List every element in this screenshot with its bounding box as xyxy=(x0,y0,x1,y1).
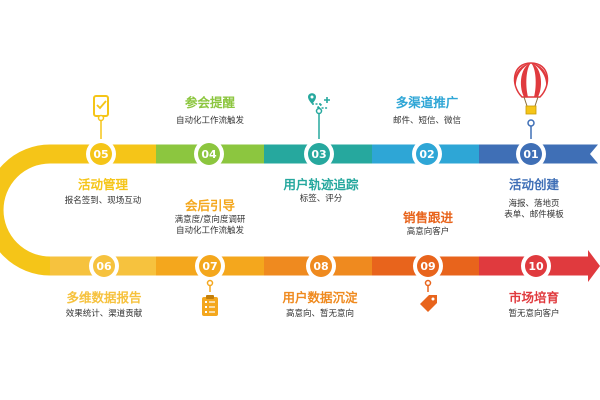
step-description: 满意度/意向度调研自动化工作流触发 xyxy=(175,215,246,238)
step-title: 市场培育 xyxy=(508,290,560,305)
step-description-line: 邮件、短信、微信 xyxy=(392,116,462,126)
step-circle-02 xyxy=(416,143,438,165)
step-circle-01 xyxy=(520,143,542,165)
hot-air-balloon-icon xyxy=(513,62,549,127)
track-curve xyxy=(0,144,51,276)
step-number: 10 xyxy=(528,260,544,273)
route-pin-icon xyxy=(308,93,330,115)
step-title: 用户轨迹追踪 xyxy=(283,177,359,192)
step-description-line: 海报、落地页 xyxy=(508,199,560,209)
step-circle-06 xyxy=(93,255,115,277)
step-number: 09 xyxy=(420,260,435,273)
step-description: 邮件、短信、微信 xyxy=(393,116,461,127)
step-title: 会后引导 xyxy=(184,198,236,213)
track-tail xyxy=(584,144,598,164)
step-number: 02 xyxy=(419,148,434,161)
step-title: 多维数据报告 xyxy=(66,290,142,305)
step-description-line: 报名签到、现场互动 xyxy=(64,196,142,206)
step-circle-03 xyxy=(308,143,330,165)
step-circle-07 xyxy=(199,255,221,277)
step-number: 04 xyxy=(201,148,217,161)
phone-check-icon xyxy=(93,95,109,122)
step-description: 高意向客户 xyxy=(407,227,450,238)
step-title: 用户数据沉淀 xyxy=(282,290,358,305)
step-circle-08 xyxy=(310,255,332,277)
step-description: 自动化工作流触发 xyxy=(176,116,244,127)
step-number: 05 xyxy=(93,148,108,161)
step-description-line: 满意度/意向度调研 xyxy=(174,215,246,225)
step-circle-10 xyxy=(525,255,547,277)
price-tag-icon xyxy=(420,279,437,312)
clipboard-icon xyxy=(202,279,218,316)
step-number: 03 xyxy=(311,148,326,161)
step-description-line: 高意向客户 xyxy=(406,227,450,237)
step-number: 01 xyxy=(523,148,538,161)
step-circle-04 xyxy=(198,143,220,165)
step-number: 08 xyxy=(313,260,328,273)
step-title: 多渠道推广 xyxy=(395,95,459,110)
step-description-line: 高意向、暂无意向 xyxy=(285,309,355,319)
step-description-line: 标签、评分 xyxy=(299,194,343,204)
step-description: 暂无意向客户 xyxy=(508,309,559,320)
step-description: 报名签到、现场互动 xyxy=(65,196,142,207)
step-description-line: 表单、邮件模板 xyxy=(504,210,564,221)
step-description-line: 自动化工作流触发 xyxy=(175,226,244,237)
step-number: 07 xyxy=(202,260,217,273)
step-description-line: 效果统计、渠道贡献 xyxy=(65,309,143,319)
step-circle-09 xyxy=(417,255,439,277)
step-title: 参会提醒 xyxy=(184,95,236,110)
step-title: 活动管理 xyxy=(77,177,129,192)
step-description-line: 自动化工作流触发 xyxy=(175,116,245,126)
step-description: 高意向、暂无意向 xyxy=(286,309,354,320)
step-number: 06 xyxy=(96,260,112,273)
step-description: 标签、评分 xyxy=(300,194,343,205)
step-description: 效果统计、渠道贡献 xyxy=(66,309,143,320)
step-circle-05 xyxy=(90,143,112,165)
step-description-line: 暂无意向客户 xyxy=(508,309,560,319)
track-arrowhead xyxy=(588,250,600,282)
step-title: 活动创建 xyxy=(508,177,560,192)
step-title: 销售跟进 xyxy=(402,210,454,225)
step-description: 海报、落地页表单、邮件模板 xyxy=(504,199,564,222)
